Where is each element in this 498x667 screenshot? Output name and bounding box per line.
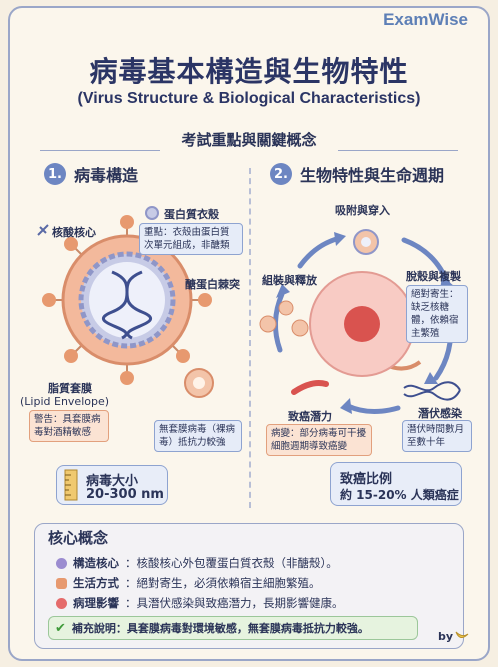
- core-item-structure: 構造核心 ：核酸核心外包覆蛋白質衣殼（非醣殼）。: [56, 555, 338, 571]
- cancer-ratio-label: 致癌比例: [340, 472, 393, 487]
- section-2-heading: 2. 生物特性與生命週期: [270, 162, 444, 186]
- ruler-icon: [64, 469, 78, 501]
- cancer-ratio-box: [330, 462, 462, 506]
- virus-size-label: 病毒大小: [86, 474, 139, 489]
- divider-right: [338, 150, 458, 151]
- uncoat-note: 絕對寄生：缺乏核糖體，依賴宿主繁殖: [406, 285, 468, 343]
- step-assemble: 組裝與釋放: [262, 274, 317, 287]
- cancer-note: 病變：部分病毒可干擾細胞週期導致癌變: [266, 424, 372, 456]
- latent-note: 潛伏時間數月至數十年: [402, 420, 472, 452]
- label-capsid: 蛋白質衣殼: [164, 208, 219, 221]
- section-2-title: 生物特性與生命週期: [300, 166, 445, 185]
- section-2-number: 2.: [270, 163, 292, 185]
- page-subtitle: (Virus Structure & Biological Characteri…: [77, 90, 421, 107]
- supplement-note: ✔ 補充說明：具套膜病毒對環境敏感，無套膜病毒抵抗力較強。: [48, 616, 418, 640]
- label-spike: 醣蛋白棘突: [185, 278, 240, 291]
- page-title: 病毒基本構造與生物特性: [89, 55, 409, 88]
- virus-structure-diagram: [42, 215, 214, 398]
- cancer-ratio-value: 約 15-20% 人類癌症: [340, 488, 459, 502]
- banana-signature-icon: [455, 631, 469, 638]
- step-attach: 吸附與穿入: [335, 204, 390, 217]
- envelope-warning: 警告：具套膜病毒對酒精敏感: [29, 410, 109, 442]
- step-latent: 潛伏感染: [418, 407, 462, 420]
- step-cancer: 致癌潛力: [288, 410, 332, 423]
- cancer-arrow-icon: [291, 380, 329, 395]
- brand-logo: ExamWise: [383, 10, 468, 29]
- core-item-text: ：核酸核心外包覆蛋白質衣殼（非醣殼）。: [125, 556, 338, 570]
- divider-left: [40, 150, 160, 151]
- supplement-text: 補充說明：具套膜病毒對環境敏感，無套膜病毒抵抗力較強。: [71, 622, 369, 635]
- core-item-text: ：絕對寄生，必須依賴宿主細胞繁殖。: [125, 576, 321, 590]
- pathology-bullet-icon: [56, 597, 67, 609]
- released-virus-icon: [259, 300, 309, 337]
- checkmark-icon: ✔: [55, 620, 66, 636]
- section-1-heading: 1. 病毒構造: [44, 162, 138, 186]
- dna-helix-icon: [102, 270, 152, 340]
- core-item-lifestyle: 生活方式 ：絕對寄生，必須依賴宿主細胞繁殖。: [56, 575, 321, 591]
- parasite-bullet-icon: [56, 577, 67, 589]
- virus-size-value: 20-300 nm: [86, 487, 164, 502]
- section-1-title: 病毒構造: [74, 166, 139, 185]
- host-cell-icon: [309, 271, 415, 377]
- core-item-key: 構造核心: [73, 556, 119, 570]
- core-item-key: 病理影響: [73, 596, 119, 610]
- core-item-text: ：具潛伏感染與致癌潛力，長期影響健康。: [125, 596, 344, 610]
- label-nucleic-core: 核酸核心: [52, 226, 96, 239]
- core-title: 核心概念: [48, 529, 109, 547]
- naked-virus-note: 無套膜病毒（裸病毒）抵抗力較強: [154, 420, 242, 452]
- naked-virus-icon: [184, 368, 214, 398]
- virus-bullet-icon: [56, 557, 67, 569]
- capsid-note: 重點：衣殼由蛋白質次單元組成，非醣類: [139, 223, 243, 255]
- capsid-marker-icon: [145, 206, 159, 220]
- label-envelope: 脂質套膜: [48, 382, 92, 395]
- label-envelope-en: (Lipid Envelope): [20, 395, 110, 408]
- nucleic-marker-icon: [37, 224, 49, 236]
- step-uncoat: 脫殼與複製: [406, 270, 461, 283]
- core-item-key: 生活方式: [73, 576, 119, 590]
- core-item-pathology: 病理影響 ：具潛伏感染與致癌潛力，長期影響健康。: [56, 595, 344, 611]
- signature: by: [438, 630, 454, 643]
- attaching-virus-icon: [353, 229, 379, 255]
- latent-dna-icon: [403, 381, 461, 401]
- section-1-number: 1.: [44, 163, 66, 185]
- section-heading: 考試重點與關鍵概念: [181, 131, 317, 149]
- column-separator: [249, 168, 251, 508]
